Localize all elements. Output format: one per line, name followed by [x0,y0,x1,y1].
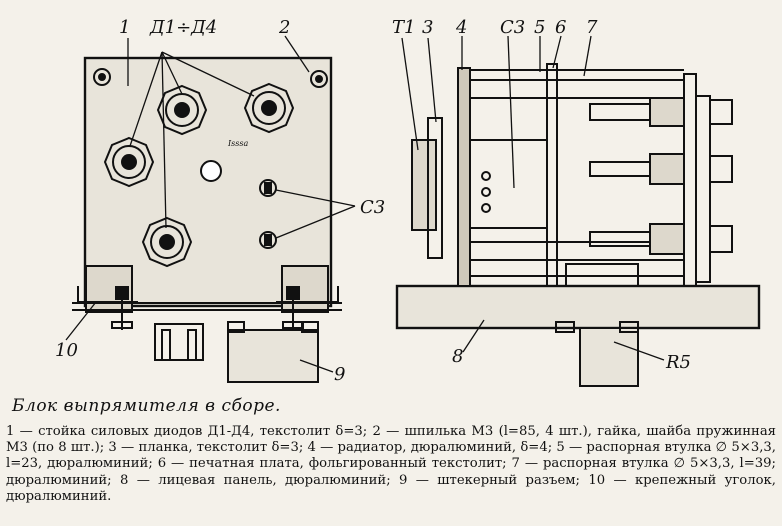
bolt-left [111,286,133,330]
caption-item-10: 10 — крепежный уголок, дюралюминий. [6,472,776,504]
diode-stud-3 [589,223,733,255]
label-4: 4 [455,17,467,38]
connector-r5 [555,321,639,387]
transformer-t1 [411,139,437,231]
label-2: 2 [278,17,290,38]
label-c3-right: С3 [500,17,525,38]
caption-item-7: 7 — распорная втулка ∅ 5×3,3, l=39; дюра… [6,456,776,488]
caption-title: Блок выпрямителя в сборе. [12,396,281,416]
label-3: 3 [422,17,433,38]
mounting-angle-right [276,265,339,313]
stray-mark: Isssa [227,139,248,148]
rear-plate [683,73,697,287]
left-view [65,35,356,383]
diode-stud-1 [589,97,733,127]
label-t1: Т1 [392,17,415,38]
connector-9 [227,321,319,383]
label-10: 10 [55,340,78,361]
capacitor-c3-top [259,179,277,197]
label-c3-left: С3 [360,197,385,218]
label-diodes: Д1÷Д4 [149,17,217,38]
right-view [395,35,761,387]
corner-stud-top-left [93,68,111,86]
caption-item-5: 5 — распорная втулка ∅ 5×3,3, l=23, дюра… [6,440,776,472]
caption-body: 1 — стойка силовых диодов Д1-Д4, текстол… [6,424,776,505]
caption-item-4: 4 — радиатор, дюралюминий, δ=4; [307,440,557,456]
label-9: 9 [334,364,345,385]
caption-item-2: 2 — шпилька М3 (l=85, 4 шт.), гайка, шай… [6,424,776,456]
mounting-hole [200,160,222,182]
corner-stud-top-right [310,70,328,88]
caption-item-8: 8 — лицевая панель, дюралюминий; [119,472,399,488]
label-r5: R5 [665,352,691,373]
caption-item-9: 9 — штекерный разъем; [399,472,589,488]
caption-item-3: 3 — планка, текстолит δ=3; [108,440,308,456]
diode-d2 [243,82,295,134]
label-6: 6 [555,17,566,38]
terminals [481,171,491,213]
label-5: 5 [534,17,545,38]
capacitor-c3 [469,139,548,229]
diode-stud-2 [589,153,733,185]
capacitor-c3-bottom [259,231,277,249]
diode-d1 [156,84,208,136]
diode-d3 [103,136,155,188]
caption-item-6: 6 — печатная плата, фольгированный текст… [157,456,512,472]
pot-shaft [154,323,204,361]
front-panel [395,284,761,330]
assembly-drawing: 1 Д1÷Д4 2 С3 10 9 Isssa Т1 3 4 С3 5 6 7 … [55,17,761,387]
diode-d4 [141,216,193,268]
label-1: 1 [119,17,130,38]
resistor-block [565,263,639,287]
caption-item-1: 1 — стойка силовых диодов Д1-Д4, текстол… [6,424,373,439]
label-7: 7 [586,17,598,38]
label-8: 8 [452,346,463,367]
radiator-4 [457,67,471,287]
